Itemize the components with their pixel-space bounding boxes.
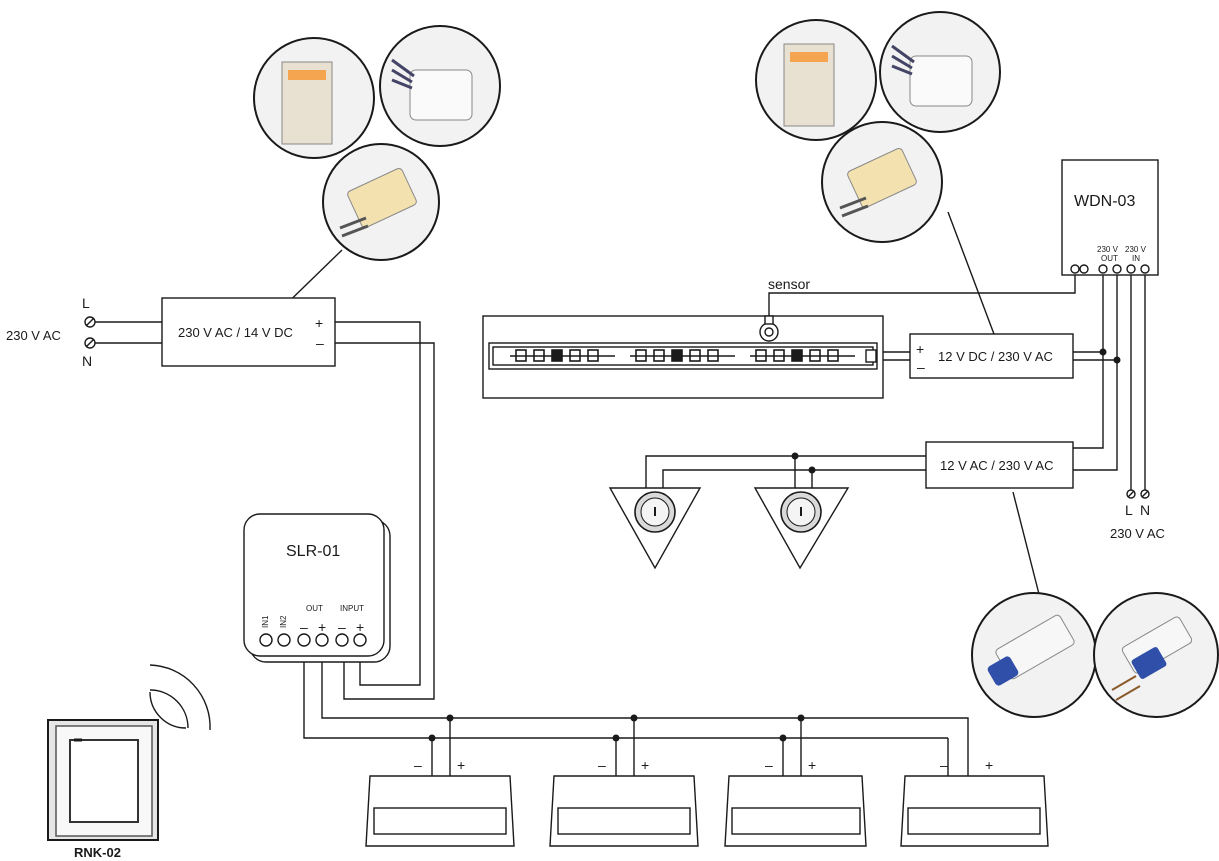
psu-left-plus: +	[315, 315, 323, 331]
terminal-out-2-icon	[1112, 264, 1122, 274]
neutral-label: N	[82, 353, 92, 369]
slr-input-plus: +	[356, 619, 364, 635]
terminal-in2-icon	[277, 633, 291, 647]
svg-text:N: N	[1140, 502, 1150, 518]
signal-wave-icon	[149, 691, 187, 729]
wdn-03-module: WDN-03 230 V OUT 230 V IN	[1061, 159, 1159, 276]
terminal-out-plus-icon	[315, 633, 329, 647]
psu-halogen-label: 12 V AC / 230 V AC	[940, 458, 1053, 473]
svg-text:IN: IN	[1132, 254, 1140, 263]
luminaire-4: – +	[900, 757, 1049, 847]
spotlight-2	[753, 487, 850, 570]
junction-dots	[428, 348, 1121, 742]
product-photos-left	[253, 25, 501, 261]
svg-text:+: +	[916, 341, 924, 357]
rnk-label: RNK-02	[74, 845, 121, 860]
led-strip-profile: sensor	[482, 276, 884, 399]
sensor-label: sensor	[768, 276, 810, 292]
svg-text:–: –	[765, 757, 773, 773]
slr-input-label: INPUT	[340, 604, 364, 613]
supply-label-left: 230 V AC	[6, 328, 61, 343]
svg-text:–: –	[414, 757, 422, 773]
terminal-out-minus-icon	[297, 633, 311, 647]
mains-input-right: L N 230 V AC	[1110, 489, 1165, 541]
psu-strip-label: 12 V DC / 230 V AC	[938, 349, 1053, 364]
terminal-in1-icon	[259, 633, 273, 647]
psu-left-label: 230 V AC / 14 V DC	[178, 325, 293, 340]
led-luminaires: – + – + – + – +	[365, 757, 1049, 847]
psu-left-minus: –	[316, 335, 324, 351]
svg-text:L: L	[1125, 502, 1133, 518]
slr-out-plus: +	[318, 619, 326, 635]
luminaire-3: – +	[724, 757, 867, 847]
psu-230vac-14vdc: 230 V AC / 14 V DC + –	[161, 297, 336, 367]
svg-text:+: +	[641, 757, 649, 773]
rnk-02-remote: RNK-02	[47, 664, 211, 860]
psu-12vdc-230vac: + – 12 V DC / 230 V AC	[909, 333, 1074, 379]
slr-title: SLR-01	[286, 543, 340, 560]
led-strip-segments	[510, 349, 855, 362]
slr-input-minus: –	[338, 619, 346, 635]
terminal-input-plus-icon	[353, 633, 367, 647]
slr-in2-label: IN2	[279, 615, 288, 628]
svg-text:230 V: 230 V	[1097, 245, 1119, 254]
svg-text:OUT: OUT	[1101, 254, 1118, 263]
spotlight-1	[608, 487, 702, 570]
luminaire-2: – +	[549, 757, 699, 847]
terminal-input-minus-icon	[335, 633, 349, 647]
svg-text:–: –	[940, 757, 948, 773]
slr-out-minus: –	[300, 619, 308, 635]
svg-text:–: –	[598, 757, 606, 773]
slr-01-module: SLR-01 IN1 IN2 OUT INPUT – + – +	[243, 513, 391, 663]
wdn-title: WDN-03	[1074, 193, 1135, 210]
terminal-in-n-icon	[1140, 264, 1150, 274]
live-label: L	[82, 295, 90, 311]
luminaire-1: – +	[365, 757, 515, 847]
supply-label-right: 230 V AC	[1110, 526, 1165, 541]
terminal-sensor-b-icon	[1079, 264, 1089, 274]
product-photos-transformer	[971, 592, 1219, 718]
svg-text:+: +	[808, 757, 816, 773]
psu-12vac-230vac: 12 V AC / 230 V AC	[925, 441, 1074, 489]
product-photos-right	[755, 11, 1001, 243]
svg-text:+: +	[985, 757, 993, 773]
slr-out-label: OUT	[306, 604, 323, 613]
svg-text:–: –	[917, 359, 925, 375]
terminal-sensor-a-icon	[1070, 264, 1080, 274]
mains-input-left: 230 V AC L N	[6, 295, 96, 369]
svg-text:+: +	[457, 757, 465, 773]
terminal-out-1-icon	[1098, 264, 1108, 274]
svg-text:230 V: 230 V	[1125, 245, 1147, 254]
slr-in1-label: IN1	[261, 615, 270, 628]
terminal-in-l-icon	[1126, 264, 1136, 274]
